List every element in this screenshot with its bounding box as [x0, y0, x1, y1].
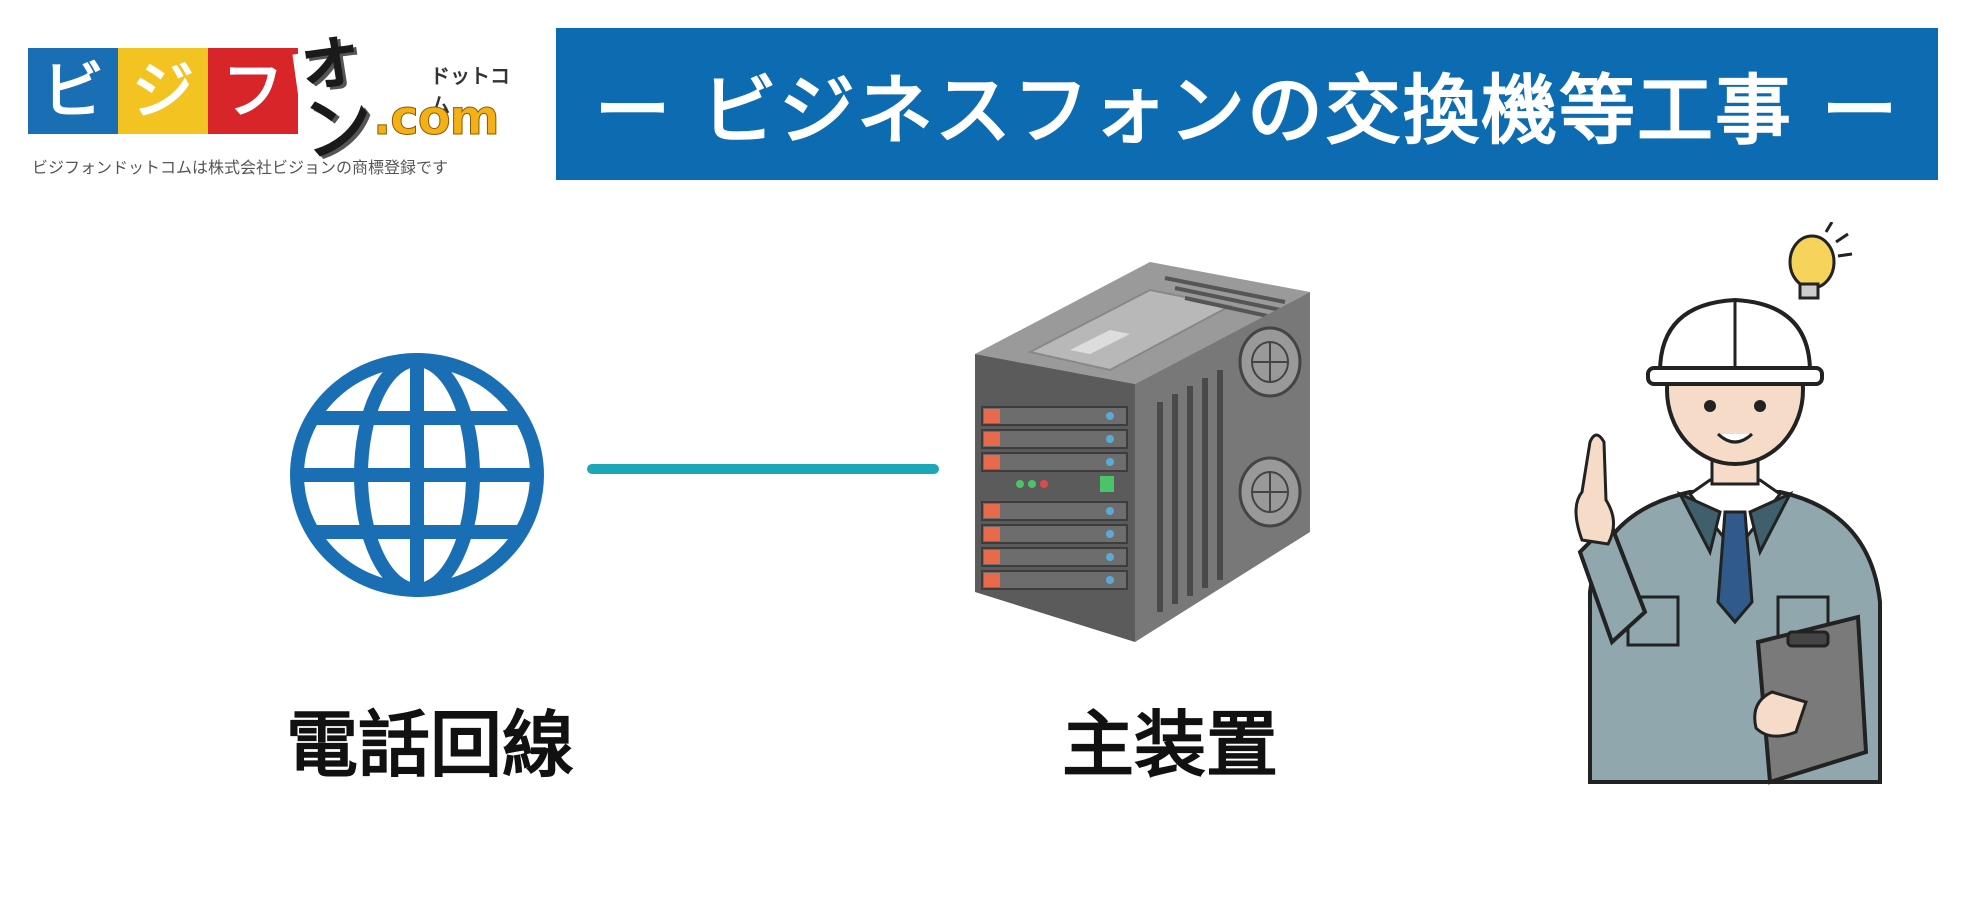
brand-logo[interactable]: ビ ジ フ ォン ドットコム .com ビジフォンドットコムは株式会社ビジョンの…	[28, 12, 528, 178]
logo-tile-bi: ビ	[28, 48, 118, 134]
logo-tile-fu: フ	[208, 48, 298, 134]
banner-title: ー ビジネスフォンの交換機等工事 ー	[594, 66, 1900, 155]
globe-icon	[290, 353, 544, 597]
logo-tile-ji: ジ	[118, 48, 208, 134]
connector-line	[587, 464, 939, 474]
main-unit-label: 主装置	[1062, 703, 1279, 787]
logo-domain: .com	[373, 90, 501, 147]
lightbulb-icon	[1788, 222, 1853, 300]
title-banner: ー ビジネスフォンの交換機等工事 ー	[556, 28, 1938, 180]
logo-tiles: ビ ジ フ ォン	[28, 12, 394, 173]
phone-line-label: 電話回線	[286, 703, 575, 787]
worker-illustration	[1574, 222, 1882, 785]
server-icon	[975, 262, 1310, 642]
trademark-note: ビジフォンドットコムは株式会社ビジョンの商標登録です	[32, 158, 449, 177]
logo-domain-kana: ドットコム	[430, 64, 510, 117]
